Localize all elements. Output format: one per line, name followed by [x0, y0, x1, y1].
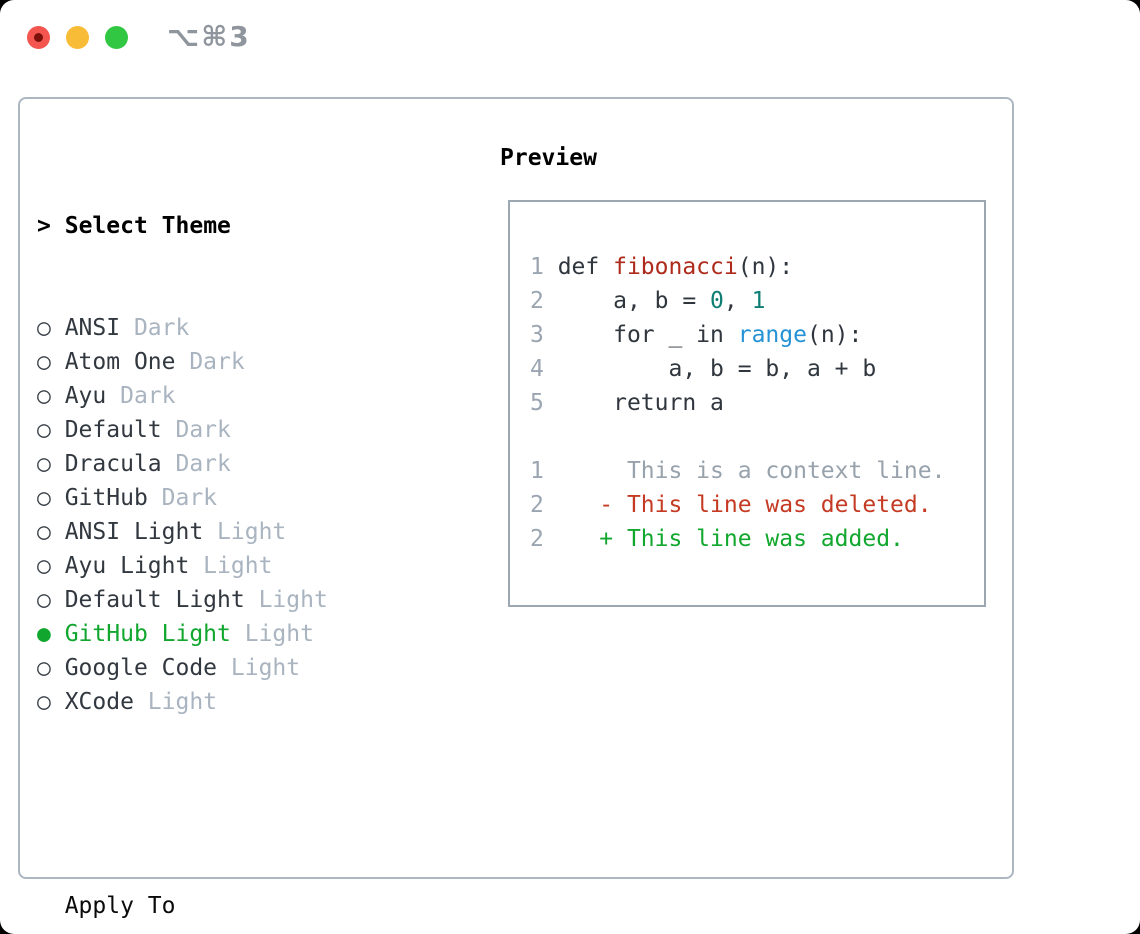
theme-name: ANSI Light	[64, 519, 204, 545]
theme-name: Dracula	[64, 451, 162, 477]
radio-unselected-icon: ○	[37, 689, 65, 715]
theme-variant-tag: Light	[244, 587, 328, 613]
theme-name: GitHub	[64, 485, 148, 511]
code-segment-ctx: This is a context line.	[557, 458, 946, 484]
radio-unselected-icon: ○	[37, 451, 65, 477]
code-line: 3 for _ in range(n):	[530, 318, 976, 352]
radio-selected-icon: ●	[37, 621, 65, 647]
code-segment-num: 1	[530, 254, 558, 280]
code-segment-code: return a	[557, 390, 724, 416]
code-segment-code: a, b = b, a + b	[557, 356, 877, 382]
close-button[interactable]	[27, 26, 50, 49]
theme-name: GitHub Light	[64, 621, 231, 647]
theme-variant-tag: Light	[189, 553, 273, 579]
theme-name: ANSI	[64, 315, 121, 341]
theme-item-google-code[interactable]: ○ Google Code Light	[37, 651, 425, 685]
theme-item-xcode[interactable]: ○ XCode Light	[37, 685, 425, 719]
theme-item-atom-one[interactable]: ○ Atom One Dark	[37, 345, 425, 379]
theme-variant-tag: Dark	[161, 451, 231, 477]
code-line: 2 a, b = 0, 1	[530, 284, 976, 318]
select-theme-header-label	[51, 213, 65, 239]
radio-unselected-icon: ○	[37, 383, 65, 409]
code-segment-num: 4	[530, 356, 558, 382]
code-segment-lit: 0	[710, 288, 724, 314]
theme-item-ayu[interactable]: ○ Ayu Dark	[37, 379, 425, 413]
code-segment-num: 5	[530, 390, 558, 416]
theme-variant-tag: Light	[133, 689, 218, 715]
theme-picker-column: > Select Theme ○ ANSI Dark○ Atom One Dar…	[37, 141, 425, 934]
zoom-button[interactable]	[105, 26, 128, 49]
code-line: 5 return a	[530, 386, 976, 420]
code-line: 1 def fibonacci(n):	[530, 250, 976, 284]
select-theme-header-text: Select Theme	[64, 213, 231, 239]
code-segment-code: for _ in	[557, 322, 738, 348]
theme-variant-tag: Dark	[161, 417, 231, 443]
code-segment-code: ,	[723, 288, 752, 314]
theme-item-ansi[interactable]: ○ ANSI Dark	[37, 311, 425, 345]
code-segment-num: 3	[530, 322, 558, 348]
theme-name: Atom One	[64, 349, 176, 375]
theme-variant-tag: Dark	[106, 383, 176, 409]
select-theme-header: > Select Theme	[37, 209, 425, 243]
apply-to-header: Apply To	[64, 893, 176, 919]
code-line	[530, 420, 976, 454]
code-segment-add: + This line was added.	[557, 526, 904, 552]
code-segment-num: 2	[530, 526, 558, 552]
radio-unselected-icon: ○	[37, 417, 65, 443]
radio-unselected-icon: ○	[37, 587, 65, 613]
radio-unselected-icon: ○	[37, 485, 65, 511]
theme-item-default-light[interactable]: ○ Default Light Light	[37, 583, 425, 617]
theme-item-default[interactable]: ○ Default Dark	[37, 413, 425, 447]
unsaved-changes-dot-icon	[34, 33, 43, 42]
code-segment-builtin: range	[737, 322, 807, 348]
minimize-button[interactable]	[66, 26, 89, 49]
theme-variant-tag: Dark	[147, 485, 218, 511]
code-line: 2 - This line was deleted.	[530, 488, 976, 522]
theme-variant-tag: Dark	[120, 315, 190, 341]
code-segment-code: (n):	[806, 322, 863, 348]
caret-icon: >	[37, 213, 51, 239]
theme-name: Default	[64, 417, 162, 443]
spacer	[37, 787, 425, 821]
titlebar: ⌥⌘3	[0, 0, 1140, 72]
radio-unselected-icon: ○	[37, 655, 65, 681]
code-line: 4 a, b = b, a + b	[530, 352, 976, 386]
radio-unselected-icon: ○	[37, 519, 65, 545]
theme-name: Default Light	[64, 587, 245, 613]
radio-unselected-icon: ○	[37, 553, 65, 579]
theme-item-dracula[interactable]: ○ Dracula Dark	[37, 447, 425, 481]
theme-item-github[interactable]: ○ GitHub Dark	[37, 481, 425, 515]
code-segment-num: 1	[530, 458, 558, 484]
theme-variant-tag: Light	[203, 519, 287, 545]
theme-item-ayu-light[interactable]: ○ Ayu Light Light	[37, 549, 425, 583]
theme-name: Google Code	[64, 655, 218, 681]
code-segment-code: (n):	[737, 254, 794, 280]
radio-unselected-icon: ○	[37, 349, 65, 375]
code-line: 1 This is a context line.	[530, 454, 976, 488]
code-segment-func: fibonacci	[613, 254, 738, 280]
preview-title: Preview	[500, 145, 597, 171]
theme-item-github-light[interactable]: ● GitHub Light Light	[37, 617, 425, 651]
theme-variant-tag: Light	[217, 655, 301, 681]
code-line: 2 + This line was added.	[530, 522, 976, 556]
code-segment-del: - This line was deleted.	[557, 492, 932, 518]
theme-name: Ayu Light	[64, 553, 190, 579]
theme-name: Ayu	[64, 383, 107, 409]
theme-variant-tag: Dark	[175, 349, 245, 375]
code-segment-num: 2	[530, 288, 558, 314]
theme-variant-tag: Light	[230, 621, 314, 647]
theme-list: ○ ANSI Dark○ Atom One Dark○ Ayu Dark○ De…	[37, 311, 425, 719]
code-segment-code: def	[557, 254, 614, 280]
code-segment-code: a, b =	[557, 288, 711, 314]
radio-unselected-icon: ○	[37, 315, 65, 341]
code-segment-num: 2	[530, 492, 558, 518]
theme-name: XCode	[64, 689, 134, 715]
window-title-shortcut: ⌥⌘3	[167, 20, 251, 53]
theme-item-ansi-light[interactable]: ○ ANSI Light Light	[37, 515, 425, 549]
code-segment-lit: 1	[751, 288, 766, 314]
